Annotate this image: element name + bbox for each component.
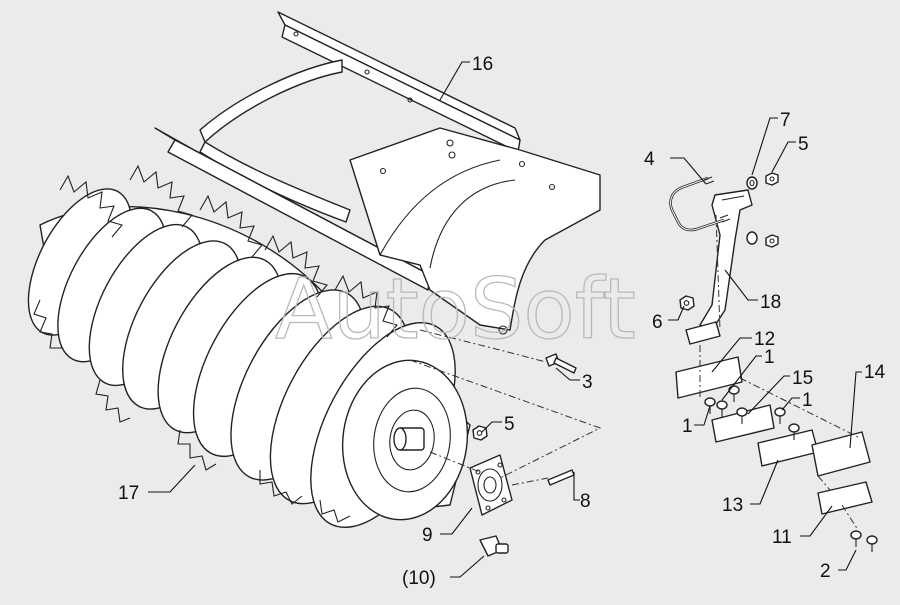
tines: [33, 164, 398, 523]
callout-17: 17: [118, 483, 139, 504]
callout-9: 9: [422, 525, 433, 546]
watermark: AutoSoft: [275, 260, 636, 358]
callout-labels: 16 4 7 5 18 6 12 1 15 1 1 14 3 5 17 8 9 …: [118, 54, 886, 589]
frame-holes: [293, 31, 556, 335]
u-bolt: [669, 176, 731, 232]
scraper-bracket: [699, 189, 753, 331]
plate-14: [811, 431, 871, 477]
callout-15: 15: [792, 368, 813, 389]
callout-12: 12: [754, 329, 775, 350]
callout-14: 14: [864, 362, 886, 383]
plate-13: [757, 429, 819, 467]
callout-10: (10): [402, 568, 436, 589]
washer-7: [746, 176, 758, 190]
callout-1-upper: 1: [764, 347, 775, 368]
callout-1-left: 1: [682, 416, 693, 437]
carriage-bolts: [704, 385, 878, 552]
callout-4: 4: [644, 149, 655, 170]
plate-12: [675, 356, 743, 399]
callout-6: 6: [652, 312, 663, 333]
plate-15: [711, 404, 775, 443]
leader-lines: [148, 61, 862, 578]
nut-5-right: [746, 172, 779, 248]
callout-2: 2: [820, 561, 831, 582]
grease-nipple: [479, 535, 509, 557]
bearing-flange: [469, 454, 513, 516]
callout-5-right: 5: [798, 134, 809, 155]
callout-7: 7: [780, 110, 791, 131]
callout-11: 11: [772, 527, 792, 548]
callout-3: 3: [582, 372, 593, 393]
callout-13: 13: [722, 495, 743, 516]
callout-8: 8: [580, 491, 591, 512]
callout-1-right: 1: [802, 390, 813, 411]
frame-assembly: [154, 11, 601, 335]
assembly-lines: [409, 214, 861, 531]
nut-6: [679, 295, 695, 311]
callout-16: 16: [472, 54, 493, 75]
nut-left: [472, 425, 488, 441]
bolt-left: [545, 353, 577, 374]
callout-18: 18: [760, 292, 781, 313]
tine-roller: [27, 164, 471, 529]
pin: [547, 469, 575, 486]
callout-5-left: 5: [504, 414, 515, 435]
